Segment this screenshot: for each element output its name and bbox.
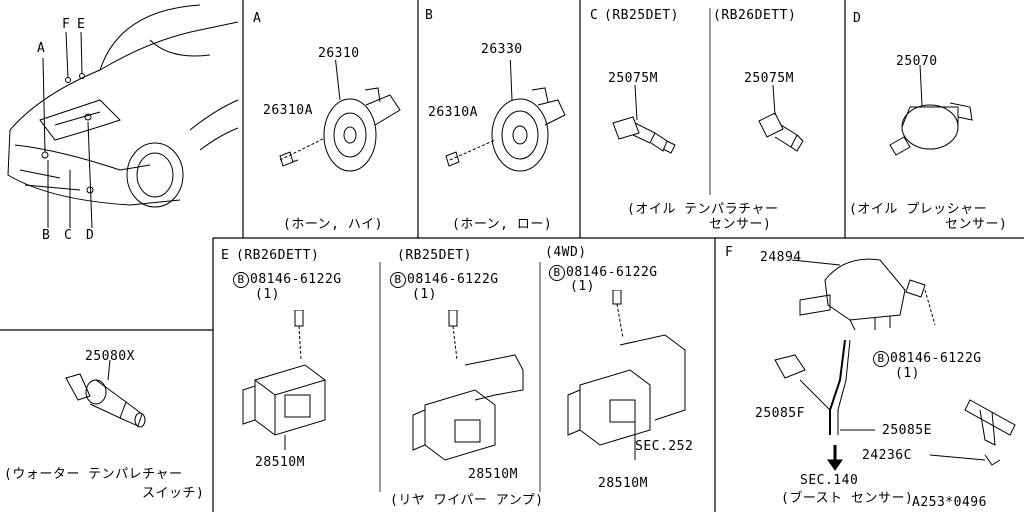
bolt-number: 08146-6122G — [407, 272, 499, 287]
section-c-letter: C — [590, 8, 599, 23]
section-f-part3: 25085E — [882, 423, 932, 438]
water-switch-caption1: (ウォーター テンパレチャー — [4, 467, 183, 482]
section-e-letter: E — [221, 248, 230, 263]
section-e-variant2: (RB25DET) — [397, 248, 472, 263]
wiper-amp-4wd-drawing — [567, 290, 686, 460]
car-callout-f: F — [62, 17, 71, 32]
section-d-part: 25070 — [896, 54, 938, 69]
section-b-sub: 26310A — [428, 105, 478, 120]
bolt-number: 08146-6122G — [250, 272, 342, 287]
section-c-variant2: (RB26DETT) — [713, 8, 797, 23]
bolt-number: 08146-6122G — [566, 265, 658, 280]
oil-pressure-sensor-drawing — [889, 65, 973, 156]
car-callout-e: E — [77, 17, 86, 32]
car-callout-c: C — [64, 228, 73, 243]
bolt-circle-b: B — [873, 351, 889, 367]
horn-high-drawing — [279, 60, 401, 172]
water-switch-part: 25080X — [85, 349, 135, 364]
water-temp-switch-drawing — [65, 360, 146, 428]
wiper-amp-rb25-drawing — [412, 310, 524, 461]
section-f-letter: F — [725, 245, 734, 260]
bolt-circle-b: B — [390, 272, 406, 288]
oil-temp-sensor-rb25-drawing — [612, 85, 676, 154]
car-callout-a: A — [37, 41, 46, 56]
car-illustration — [7, 4, 239, 229]
section-c-part1: 25075M — [608, 71, 658, 86]
section-f-part1: 24894 — [760, 250, 802, 265]
boost-sensor-drawing — [774, 258, 1016, 471]
section-a-sub: 26310A — [263, 103, 313, 118]
section-e-part-1: 28510M — [255, 455, 305, 470]
wiper-amp-rb26-drawing — [242, 310, 326, 450]
section-d-caption1: (オイル プレッシャー — [849, 202, 988, 217]
section-e-part-2: 28510M — [468, 467, 518, 482]
section-e-caption: (リヤ ワイパー アンプ) — [390, 493, 544, 508]
section-e-qty-2: (1) — [412, 287, 437, 302]
section-a-caption: (ホーン, ハイ) — [283, 217, 383, 232]
section-f-part2: 25085F — [755, 406, 805, 421]
bolt-circle-b: B — [233, 272, 249, 288]
water-switch-caption2: スイッチ) — [142, 486, 205, 501]
section-e-qty-1: (1) — [255, 287, 280, 302]
section-c-variant1: (RB25DET) — [604, 8, 679, 23]
section-a-letter: A — [253, 11, 262, 26]
section-e-variant1: (RB26DETT) — [236, 248, 320, 263]
bolt-circle-b: B — [549, 265, 565, 281]
section-b-part: 26330 — [481, 42, 523, 57]
car-callout-d: D — [86, 228, 95, 243]
section-a-part: 26310 — [318, 46, 360, 61]
diagram-code: A253*0496 — [912, 495, 987, 510]
section-f-caption: (ブースト センサー) — [781, 491, 914, 506]
section-b-caption: (ホーン, ロー) — [452, 217, 553, 232]
section-c-part2: 25075M — [744, 71, 794, 86]
section-d-letter: D — [853, 11, 862, 26]
section-e-variant3: (4WD) — [545, 245, 587, 260]
section-f-sec: SEC.140 — [800, 473, 859, 488]
oil-temp-sensor-rb26-drawing — [758, 85, 804, 152]
section-f-qty: (1) — [895, 366, 920, 381]
section-b-letter: B — [425, 8, 434, 23]
section-c-caption1: (オイル テンパラチャー — [627, 202, 779, 217]
section-c-caption2: センサー) — [709, 217, 772, 232]
bolt-number: 08146-6122G — [890, 351, 982, 366]
section-e-part-3: 28510M — [598, 476, 648, 491]
section-d-caption2: センサー) — [945, 217, 1008, 232]
horn-low-drawing — [445, 60, 566, 172]
section-e-qty-3: (1) — [570, 279, 595, 294]
car-callout-b: B — [42, 228, 51, 243]
section-f-part4: 24236C — [862, 448, 912, 463]
section-e-sec: SEC.252 — [635, 439, 694, 454]
